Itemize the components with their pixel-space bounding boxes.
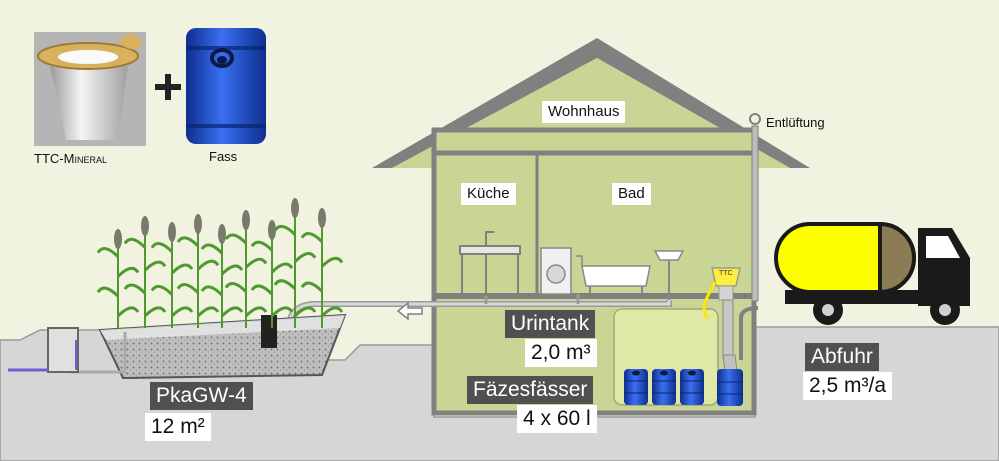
reed-plants <box>96 198 344 328</box>
flow-arrow <box>396 301 423 321</box>
fass-barrel <box>186 28 266 144</box>
kitchen-sink <box>459 231 521 300</box>
reed-plant <box>273 198 317 328</box>
ttc-mineral-label: TTC-Mineral <box>34 151 107 166</box>
ttc-mineral-toilet <box>34 32 146 146</box>
suction-pipe <box>739 306 759 360</box>
washing-machine <box>540 247 572 295</box>
feces-barrel <box>680 369 704 405</box>
abfuhr-volume: 2,5 m³/a <box>803 372 893 400</box>
reed-plant <box>250 220 294 328</box>
control-shaft <box>47 327 79 373</box>
tanker-truck <box>774 221 970 325</box>
ttc-rest: Mineral <box>63 151 107 166</box>
urintank-volume: 2,0 m³ <box>525 339 597 367</box>
feces-barrel <box>624 369 648 405</box>
kueche-label: Küche <box>461 183 516 205</box>
feces-barrel <box>652 369 676 405</box>
fass-label: Fass <box>209 149 238 164</box>
greywater-pipe <box>287 294 672 323</box>
abfuhr-label: Abfuhr <box>805 343 879 371</box>
pkagw-area: 12 m² <box>145 413 211 441</box>
reed-plant <box>200 224 244 328</box>
bad-label: Bad <box>612 183 651 205</box>
entlueftung-label: Entlüftung <box>766 115 825 130</box>
vent-pipe <box>749 113 761 302</box>
reed-plant <box>96 229 140 328</box>
wohnhaus-label: Wohnhaus <box>542 101 626 123</box>
wash-basin <box>653 250 685 300</box>
reed-plant <box>176 214 220 328</box>
bathtub <box>576 255 651 294</box>
house-roof <box>372 38 810 168</box>
pkagw-label: PkaGW-4 <box>150 382 253 410</box>
plus-sign <box>155 74 181 100</box>
urintank-label: Urintank <box>505 310 596 338</box>
reed-plant <box>123 216 167 328</box>
reed-plant <box>150 222 194 328</box>
ttc-prefix: TTC- <box>34 151 64 166</box>
reed-plant <box>300 208 344 328</box>
ttc-toilet-house <box>702 267 741 372</box>
feces-barrel-active <box>717 369 743 406</box>
ttc-small-label: TTC <box>719 270 733 277</box>
feces-barrels <box>624 369 743 406</box>
reed-plant <box>224 210 268 328</box>
faezesfaesser-label: Fäzesfässer <box>467 376 594 404</box>
wetland-drain-pipe <box>70 332 127 374</box>
faezes-volume: 4 x 60 l <box>517 405 597 433</box>
wetland-outlet-shaft <box>261 315 277 348</box>
